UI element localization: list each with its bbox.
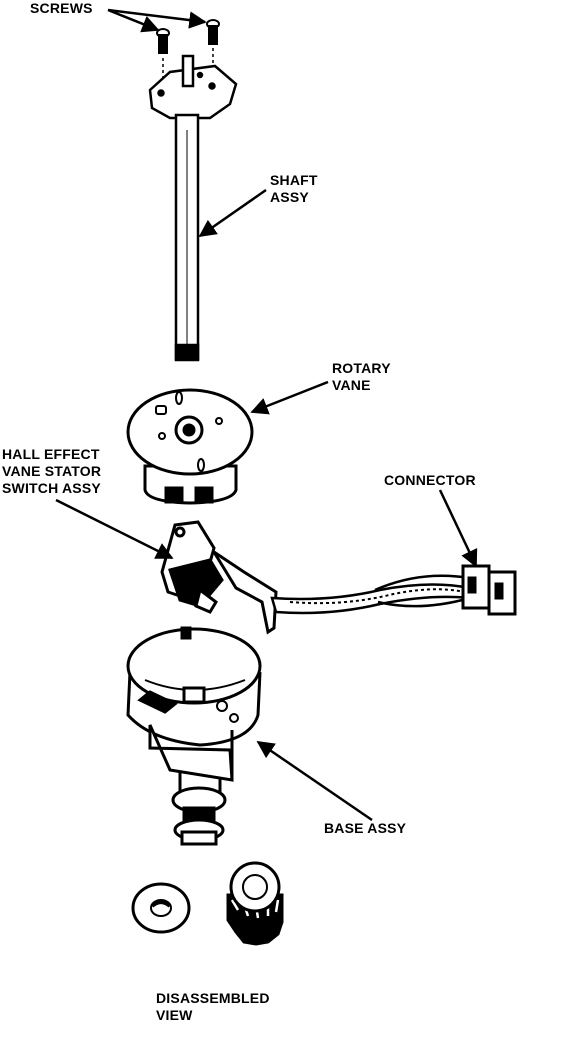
connector-part [461,564,517,616]
connector-label: CONNECTOR [384,472,476,488]
gear-part [226,861,284,946]
screw-right [206,19,220,45]
screws-label: SCREWS [30,0,93,16]
base-assy-part [126,626,262,846]
shaft-assy-part [148,54,238,362]
leader-arrows [55,8,478,822]
rotary-vane-part [126,388,254,505]
base-assy-label: BASE ASSY [324,820,407,836]
hall-effect-switch-part [160,520,472,635]
washer-part [131,882,191,934]
screw-left [156,28,170,54]
